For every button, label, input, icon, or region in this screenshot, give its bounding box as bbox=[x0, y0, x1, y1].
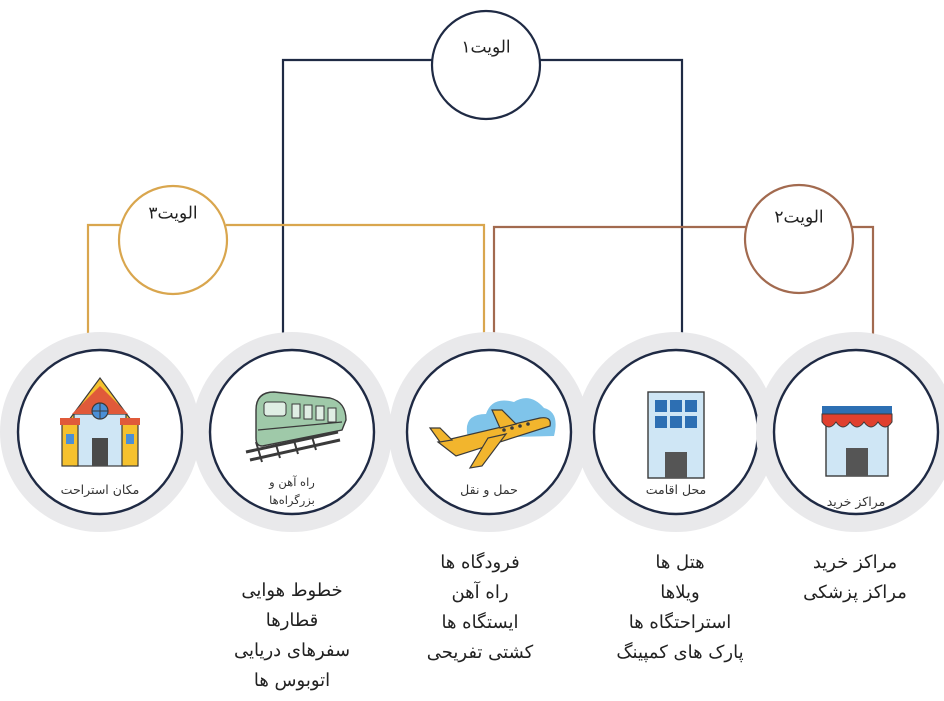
train-icon bbox=[245, 391, 347, 463]
node-rest-label: مکان استراحت bbox=[61, 482, 140, 498]
list-rail: خطوط هوایی قطارها سفرهای دریایی اتوبوس ه… bbox=[212, 576, 372, 696]
priority2-left-connector bbox=[492, 225, 748, 352]
node-accommodation: محل اقامت bbox=[576, 332, 776, 532]
priority3-left-connector bbox=[86, 223, 120, 352]
list-item: خطوط هوایی bbox=[241, 580, 343, 601]
shop-icon bbox=[821, 406, 893, 477]
connector-lines bbox=[86, 58, 875, 352]
priority3-label: الویت۳ bbox=[148, 204, 197, 224]
list-stay: هتل ها ویلاها استراحتگاه ها پارک های کمپ… bbox=[585, 548, 775, 668]
list-item: ایستگاه ها bbox=[441, 612, 519, 633]
list-item: مراکز خرید bbox=[812, 552, 898, 573]
node-shop-label: مراکز خرید bbox=[827, 494, 886, 510]
priority2-label: الویت۲ bbox=[774, 208, 823, 228]
list-shop: مراکز خرید مراکز پزشکی bbox=[775, 548, 935, 608]
list-transport: فرودگاه ها راه آهن ایستگاه ها کشتی تفریح… bbox=[400, 548, 560, 668]
node-rail-highways: راه آهن و بزرگراه‌ها bbox=[192, 332, 392, 532]
list-item: استراحتگاه ها bbox=[628, 612, 732, 633]
airplane-icon bbox=[428, 398, 556, 469]
node-transport-label: حمل و نقل bbox=[460, 482, 518, 498]
list-item: قطارها bbox=[265, 610, 319, 631]
node-transportation: حمل و نقل bbox=[389, 332, 589, 532]
priority1-label: الویت۱ bbox=[461, 38, 510, 58]
list-item: اتوبوس ها bbox=[253, 670, 331, 691]
priority2-right-connector bbox=[850, 225, 875, 348]
list-item: هتل ها bbox=[655, 552, 705, 573]
priority2-node: الویت۲ bbox=[743, 183, 855, 295]
node-rest-place: مکان استراحت bbox=[0, 332, 200, 532]
priority1-right-connector bbox=[540, 58, 684, 348]
list-item: راه آهن bbox=[451, 582, 509, 603]
house-icon bbox=[60, 376, 140, 467]
list-item: فرودگاه ها bbox=[440, 552, 520, 573]
list-item: مراکز پزشکی bbox=[803, 582, 907, 603]
building-icon bbox=[647, 391, 705, 479]
node-rail-label-line2: بزرگراه‌ها bbox=[269, 493, 315, 508]
node-shopping: مراکز خرید bbox=[756, 332, 944, 532]
node-rail-label-line1: راه آهن و bbox=[268, 475, 315, 490]
priority3-node: الویت۳ bbox=[117, 184, 229, 296]
priority3-right-connector bbox=[226, 223, 486, 352]
priority1-left-connector bbox=[281, 58, 432, 348]
list-item: سفرهای دریایی bbox=[233, 640, 351, 661]
list-item: کشتی تفریحی bbox=[426, 642, 534, 663]
list-item: پارک های کمپینگ bbox=[616, 642, 744, 663]
node-stay-label: محل اقامت bbox=[646, 482, 706, 497]
list-item: ویلاها bbox=[660, 582, 700, 603]
priority1-node: الویت۱ bbox=[430, 9, 542, 121]
